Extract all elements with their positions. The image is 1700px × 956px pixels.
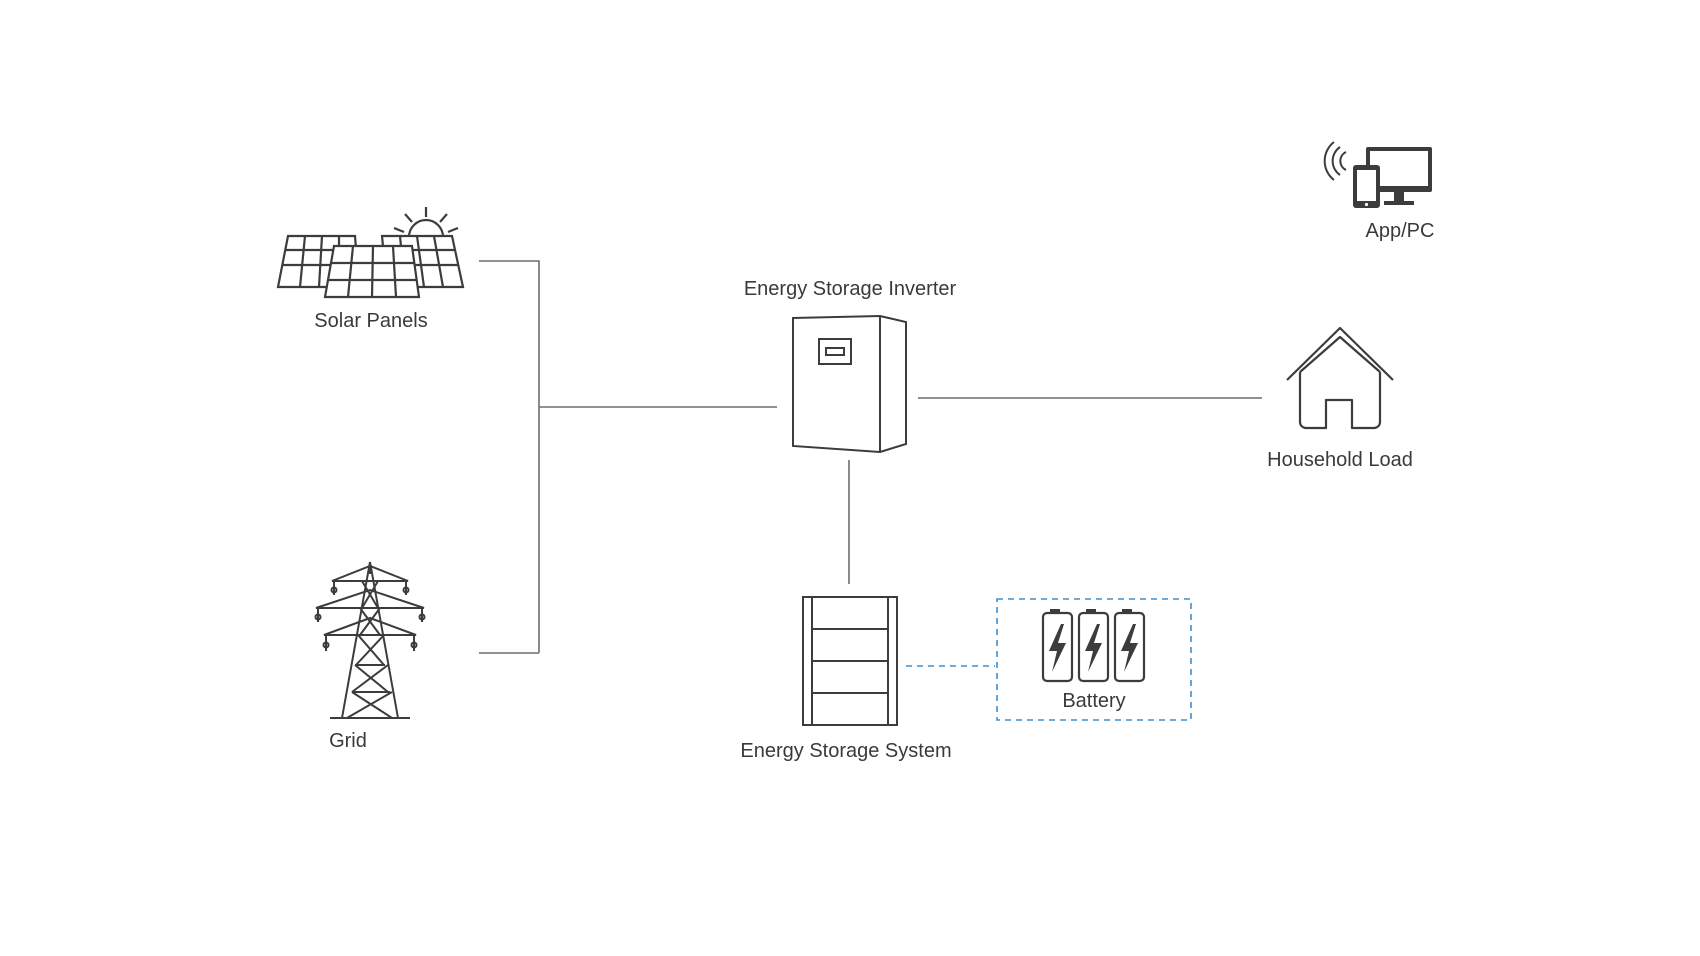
inverter-label: Energy Storage Inverter [744, 278, 957, 300]
battery-cell [1041, 609, 1074, 683]
battery-cell [1077, 609, 1110, 683]
house-icon [1286, 326, 1394, 430]
battery-rack-icon [802, 596, 898, 726]
inverter-icon [792, 314, 907, 454]
devices-icon [1323, 141, 1432, 208]
household-load-label: Household Load [1267, 449, 1413, 471]
solar-panel-icon [276, 207, 465, 299]
solar-panels-label: Solar Panels [314, 310, 427, 332]
battery-cell [1113, 609, 1146, 683]
transmission-tower-icon [314, 561, 426, 719]
battery-cells-icon [1041, 609, 1146, 683]
grid-label: Grid [329, 730, 367, 752]
energy-storage-system-label: Energy Storage System [740, 740, 951, 762]
connection-lines [479, 260, 1262, 667]
app-pc-label: App/PC [1366, 220, 1435, 242]
battery-group-frame [996, 598, 1192, 721]
solar-to-bus-line [479, 260, 540, 653]
battery-label: Battery [1062, 690, 1125, 712]
